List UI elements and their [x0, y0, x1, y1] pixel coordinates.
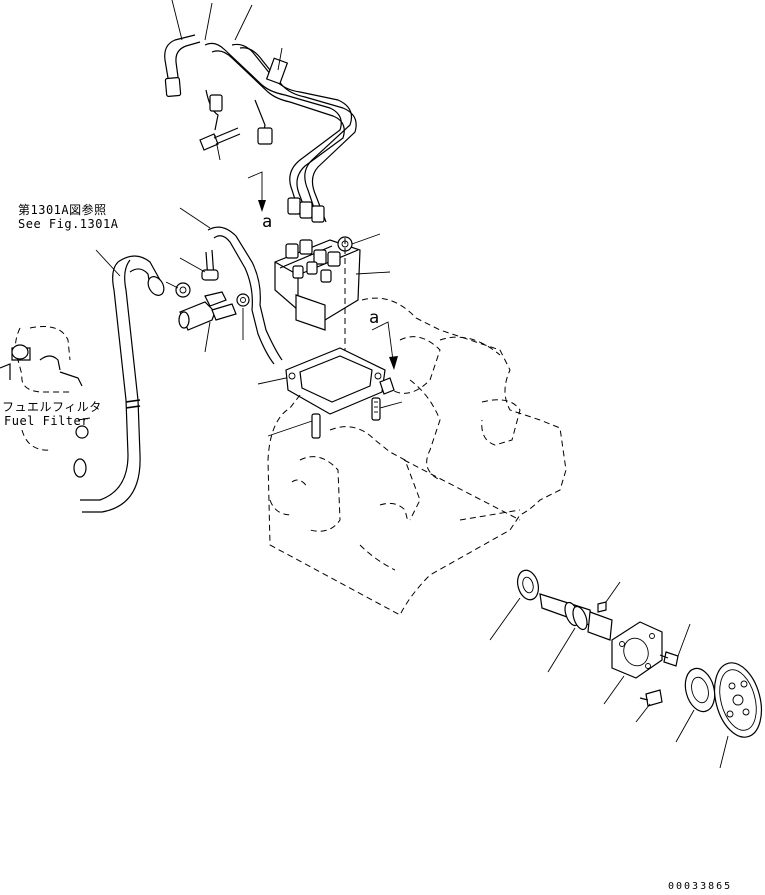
see-figure-english: See Fig.1301A: [18, 217, 119, 231]
gasket-icon: [285, 238, 386, 415]
feed-hose-icon: [73, 249, 165, 513]
gear-icon: [713, 662, 763, 769]
flange-icon: [603, 621, 663, 705]
stud-bolt-icon: [311, 377, 403, 439]
overflow-valve-icon: [178, 291, 237, 331]
arrow-a-lower: [371, 321, 398, 370]
marker-a-upper: a: [262, 212, 273, 232]
hose-icon: [175, 226, 283, 365]
fuel-filter-label-japanese: フュエルフィルタ: [2, 400, 102, 414]
bolt-icon: [199, 127, 241, 151]
fuel-line-icon: [164, 34, 357, 223]
coupling-icon: [675, 667, 716, 743]
marker-a-lower: a: [369, 308, 380, 328]
fuel-filter-icon: [0, 326, 91, 451]
camshaft-icon: [539, 581, 621, 673]
fuel-filter-label-english: Fuel Filter: [4, 414, 89, 428]
bearing-icon: [489, 569, 540, 641]
see-figure-japanese: 第1301A図参照: [18, 203, 107, 217]
leader-lines-top: [171, 0, 283, 161]
arrow-a-upper: [247, 171, 266, 212]
engine-block-icon: [267, 297, 567, 616]
bolt-icon: [635, 623, 691, 723]
leader-lines-middle: [165, 207, 316, 437]
injection-pump-icon: [274, 233, 391, 331]
drawing-number: 00033865: [668, 881, 733, 892]
